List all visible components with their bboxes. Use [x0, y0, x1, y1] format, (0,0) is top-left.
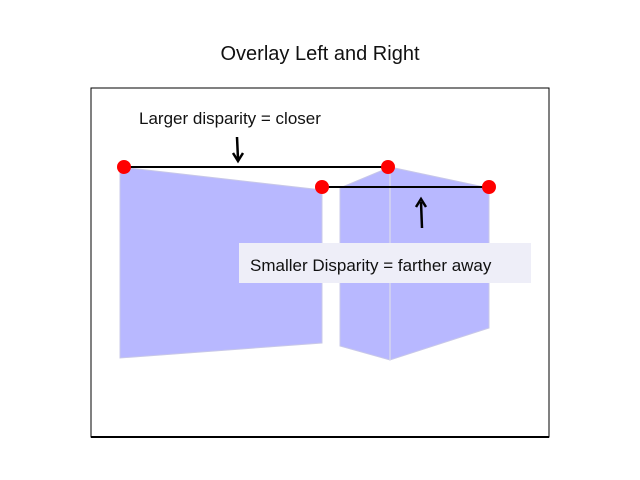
smaller-disparity-label-background: [239, 243, 531, 283]
near-left-point: [117, 160, 131, 174]
larger-disparity-label: Larger disparity = closer: [139, 109, 321, 128]
smaller-disparity-label: Smaller Disparity = farther away: [250, 256, 492, 275]
near-right-point: [381, 160, 395, 174]
near-object-shape: [119, 166, 323, 359]
far-left-point: [315, 180, 329, 194]
diagram-title: Overlay Left and Right: [221, 43, 420, 65]
up-arrow: [414, 196, 428, 229]
down-arrow: [231, 136, 245, 164]
far-right-point: [482, 180, 496, 194]
